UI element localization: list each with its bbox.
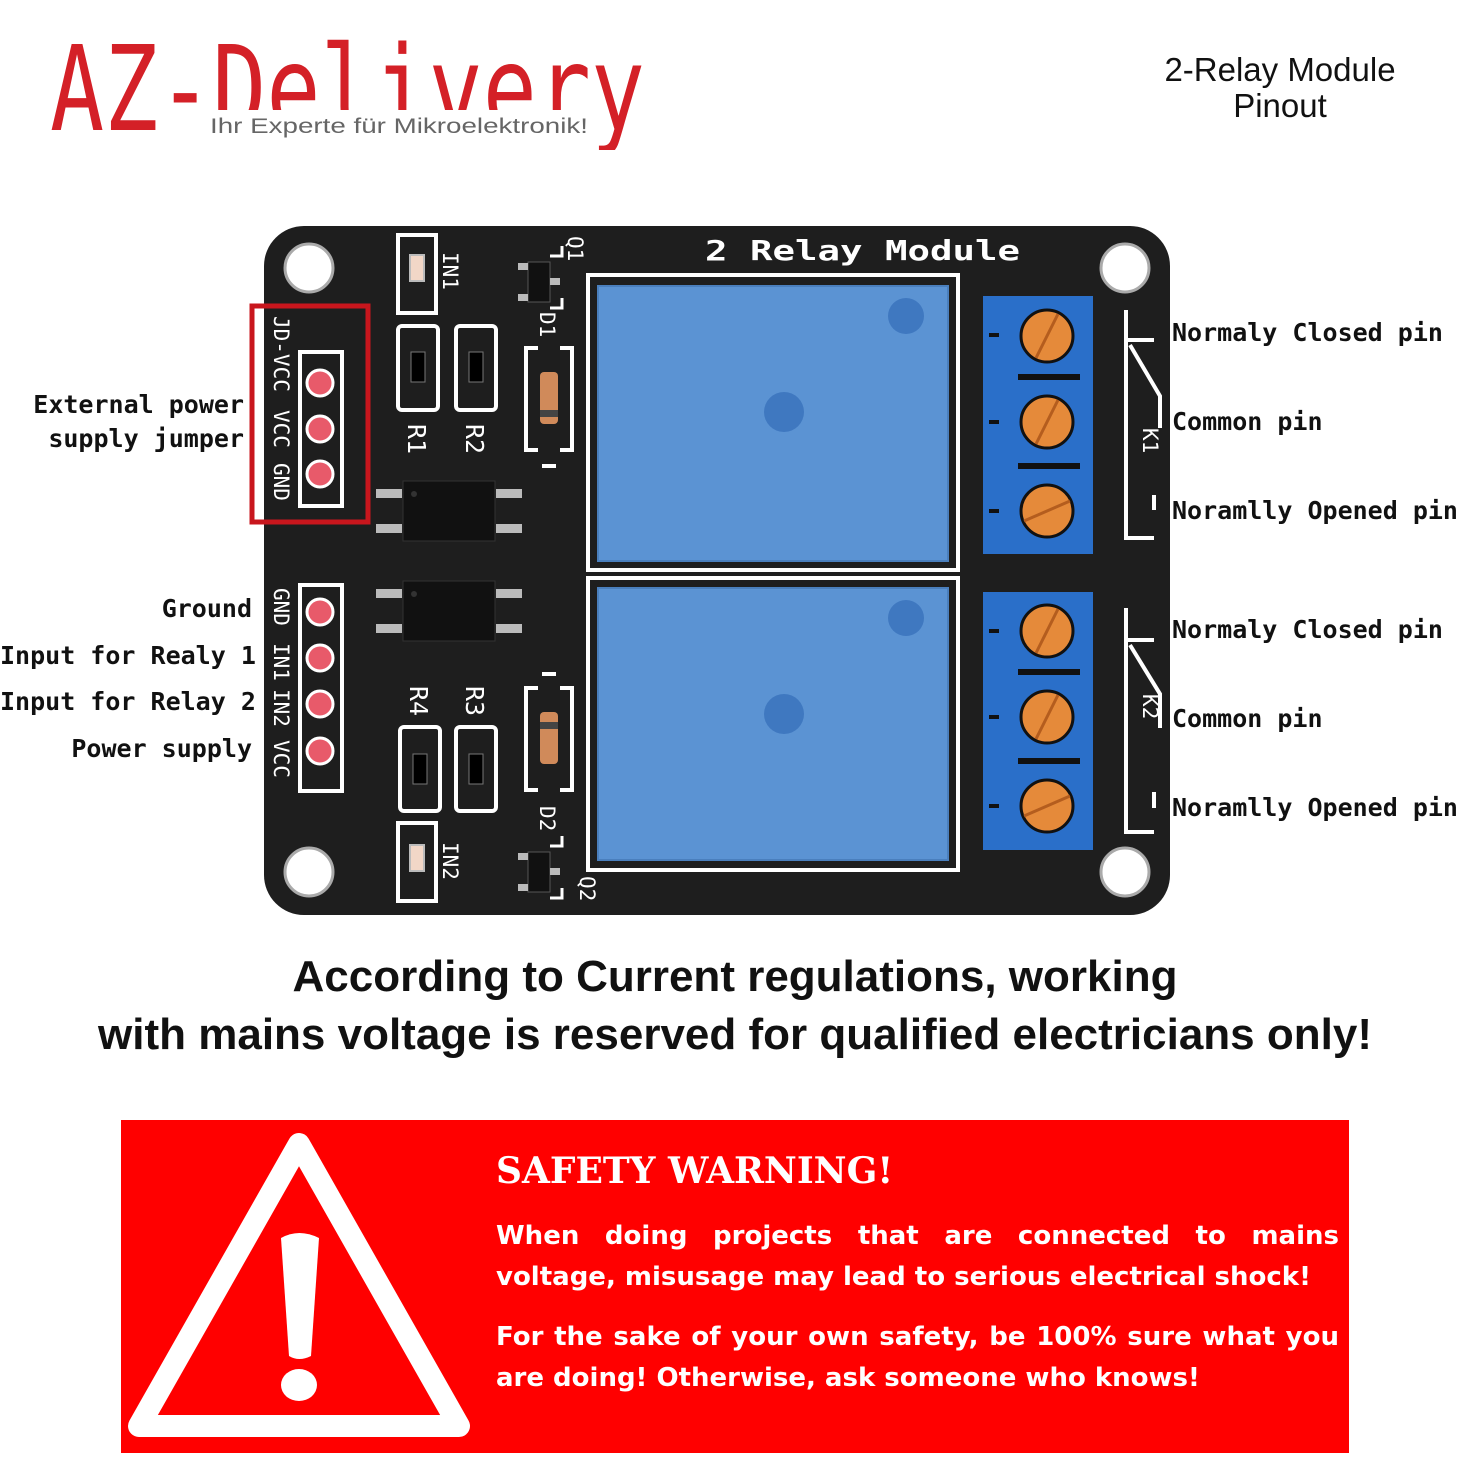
label-k1-no: Noramlly Opened pin — [1172, 496, 1458, 525]
warning-triangle-icon — [128, 1133, 470, 1437]
jumper-pins — [305, 368, 335, 489]
pin-label-jdvcc: JD-VCC — [269, 316, 293, 392]
jumper-highlight — [249, 303, 371, 525]
transistor-label-q1: Q1 — [563, 236, 587, 261]
regulation-line1: According to Current regulations, workin… — [292, 952, 1178, 1001]
transistor-q2: Q2 — [518, 836, 599, 901]
regulation-line2: with mains voltage is reserved for quali… — [98, 1010, 1372, 1059]
logo-tagline: Ihr Experte für Mikroelektronik! — [210, 115, 588, 138]
label-jumper-line1: External power — [33, 390, 244, 419]
resistor-r2: R2 — [454, 324, 498, 454]
pin-label-gnd: GND — [269, 463, 293, 501]
regulation-notice: According to Current regulations, workin… — [40, 948, 1430, 1064]
pin-label-vcc: VCC — [269, 410, 293, 448]
screw-k1-com — [1019, 394, 1075, 450]
jumper-header — [298, 350, 344, 508]
screw-k2-no — [1019, 778, 1075, 834]
pin-label-in1: IN1 — [269, 643, 293, 681]
led-label-in2: IN2 — [438, 842, 462, 880]
relay-board: 2 Relay Module JD-VCC VCC GND GND IN1 IN… — [249, 226, 1170, 915]
pin-label-in-gnd: GND — [269, 588, 293, 626]
schematic-k1: K1 — [1124, 310, 1162, 540]
page-title-line2: Pinout — [1233, 87, 1327, 124]
label-k1-com: Common pin — [1172, 407, 1323, 436]
pin-label-in2: IN2 — [269, 689, 293, 727]
jumper-pin-labels: JD-VCC VCC GND — [269, 316, 293, 501]
screw-k1-no — [1019, 483, 1075, 539]
terminal-block-k1 — [983, 296, 1093, 554]
board-title: 2 Relay Module — [705, 234, 1020, 267]
label-input-ground: Ground — [161, 594, 252, 623]
resistor-r1: R1 — [396, 324, 440, 454]
pin-label-in-vcc: VCC — [269, 740, 293, 778]
input-header — [298, 583, 344, 793]
label-jumper-line2: supply jumper — [48, 424, 244, 453]
resistor-label-r3: R3 — [460, 686, 489, 716]
relay-k1 — [586, 273, 960, 572]
warning-title: SAFETY WARNING! — [496, 1150, 894, 1192]
relay-k2 — [586, 576, 960, 872]
mounting-holes — [283, 242, 1151, 898]
resistor-r4: R4 — [398, 686, 442, 813]
diode-d1: D1 — [524, 312, 574, 468]
label-input-power: Power supply — [71, 734, 252, 763]
transistor-q1: Q1 — [518, 236, 587, 310]
label-k2-nc: Normaly Closed pin — [1172, 615, 1443, 644]
led-label-in1: IN1 — [438, 252, 462, 290]
led-in1: IN1 — [396, 233, 462, 315]
schematic-k2: K2 — [1124, 608, 1162, 834]
optocoupler-2 — [376, 580, 522, 642]
resistor-r3: R3 — [454, 686, 498, 813]
input-pin-labels: GND IN1 IN2 VCC — [269, 588, 293, 778]
diode-d2: D2 — [524, 672, 574, 831]
page-title: 2-Relay Module Pinout — [1100, 52, 1460, 124]
resistor-label-r4: R4 — [404, 686, 433, 716]
relay-label-k2: K2 — [1138, 694, 1162, 719]
screw-k1-nc — [1019, 308, 1075, 364]
diode-label-d1: D1 — [535, 312, 559, 337]
screw-k2-com — [1019, 689, 1075, 745]
optocoupler-1 — [376, 480, 522, 542]
az-delivery-logo: AZ-Delivery Ihr Experte für Mikroelektro… — [50, 20, 645, 150]
screw-k2-nc — [1019, 603, 1075, 659]
relay-label-k1: K1 — [1138, 428, 1162, 453]
label-input-relay2: Input for Relay 2 — [0, 687, 256, 716]
resistor-label-r2: R2 — [460, 424, 489, 454]
label-k1-nc: Normaly Closed pin — [1172, 318, 1443, 347]
label-k2-com: Common pin — [1172, 704, 1323, 733]
page-title-line1: 2-Relay Module — [1164, 51, 1396, 88]
warning-paragraph-2: For the sake of your own safety, be 100%… — [496, 1322, 1339, 1393]
label-input-relay1: Input for Realy 1 — [0, 641, 256, 670]
input-pins — [305, 597, 335, 766]
label-k2-no: Noramlly Opened pin — [1172, 793, 1458, 822]
terminal-block-k2 — [983, 592, 1093, 850]
resistor-label-r1: R1 — [402, 424, 431, 454]
warning-paragraph-1: When doing projects that are connected t… — [496, 1221, 1339, 1292]
diode-label-d2: D2 — [535, 806, 559, 831]
transistor-label-q2: Q2 — [575, 876, 599, 901]
led-in2: IN2 — [396, 821, 462, 903]
label-jumper: External power supply jumper — [20, 388, 244, 456]
